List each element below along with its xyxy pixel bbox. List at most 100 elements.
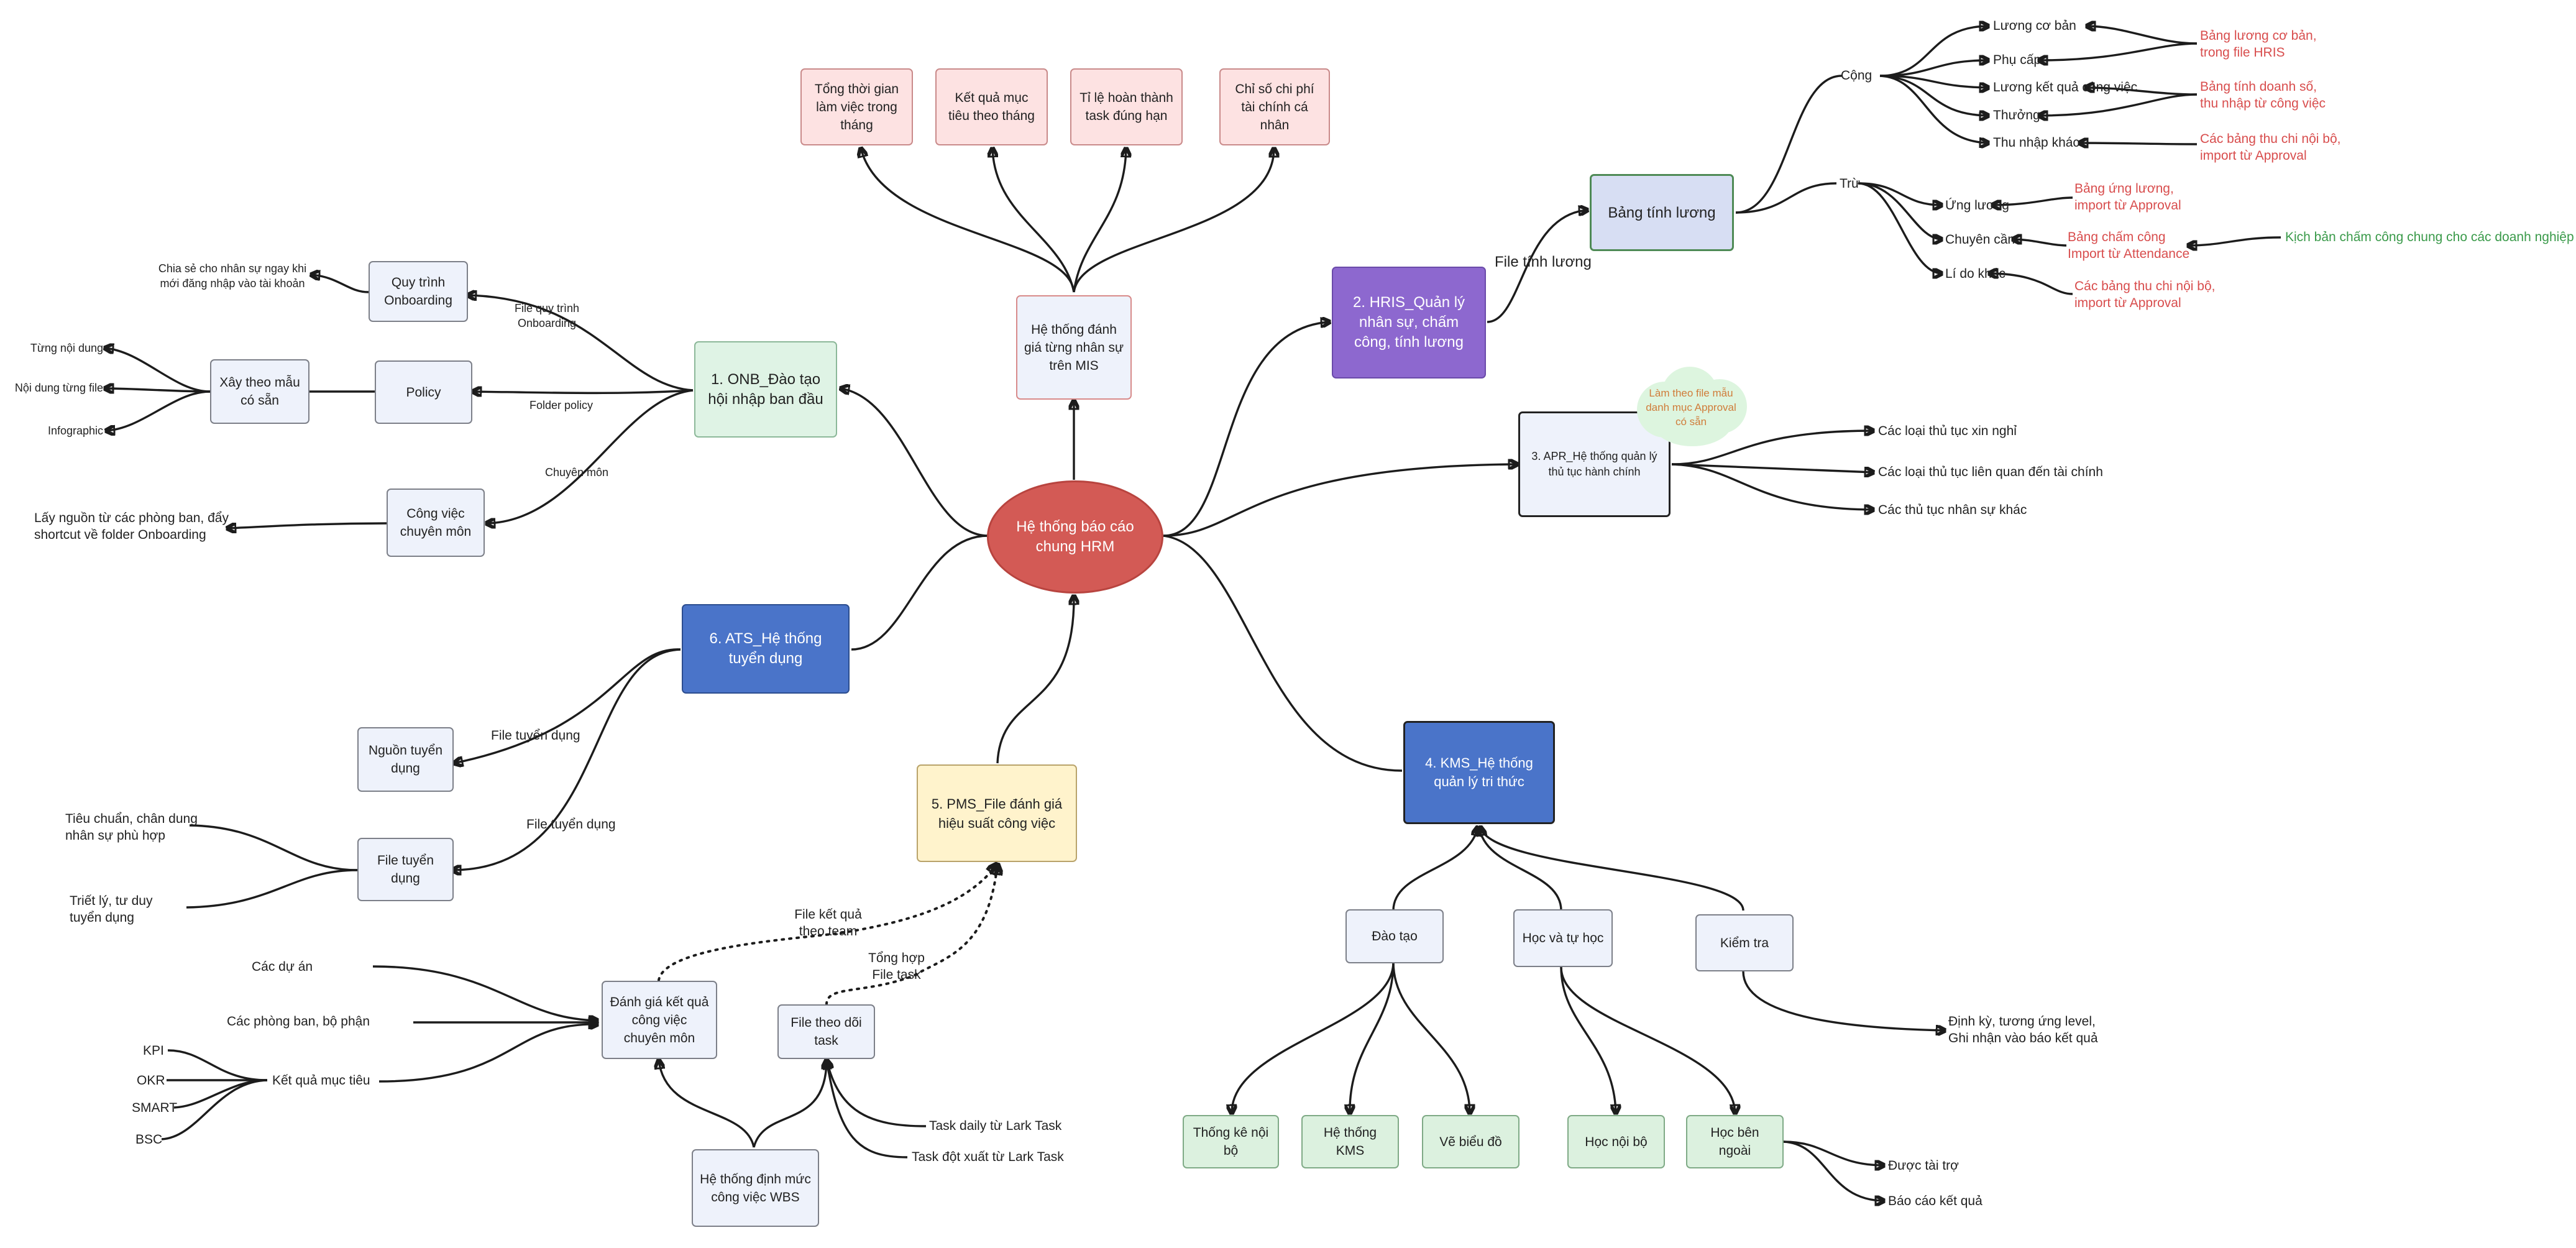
edge-onb-process: [467, 295, 694, 392]
edge-mis-metric-1: [861, 148, 1075, 293]
pms-wbs-node[interactable]: Hệ thống định mức công việc WBS: [692, 1149, 819, 1227]
ats-edge-label-2: File tuyển dụng: [526, 817, 616, 832]
pms-team-label: File kết quả theo team: [794, 907, 862, 938]
onb-template-node[interactable]: Xây theo mẫu có sẵn: [210, 359, 309, 424]
ats-node[interactable]: 6. ATS_Hệ thống tuyển dụng: [682, 604, 850, 694]
edge-mis-metric-2: [992, 148, 1075, 293]
ats-file-item-2: Triết lý, tư duy tuyển dụng: [70, 894, 153, 925]
ats-file-item-1: Tiêu chuẩn, chân dung nhân sự phù hợp: [65, 812, 198, 843]
edge-learn-item-1: [1560, 966, 1616, 1114]
mis-metric-1[interactable]: Tổng thời gian làm việc trong tháng: [800, 68, 913, 145]
edge-minus-src-2: [2012, 239, 2067, 247]
onb-job-note: Lấy nguồn từ các phòng ban, đẩy shortcut…: [34, 511, 229, 542]
edge-taskitem-1-task: [827, 1060, 927, 1127]
edge-goal-eval: [378, 1024, 598, 1083]
onb-template-item-2: Nội dung từng file: [14, 382, 103, 394]
pms-task-item-1: Task daily từ Lark Task: [929, 1119, 1062, 1133]
edge-hris-payroll: [1487, 210, 1588, 323]
edge-mis-metric-4: [1073, 148, 1274, 293]
edge-plus-item-1: [1879, 26, 1989, 77]
kms-test-note: Định kỳ, tương ứng level, Ghi nhận vào b…: [1948, 1014, 2098, 1045]
pms-task-file-node[interactable]: File theo dõi task: [777, 1004, 875, 1059]
edge-plus-src-2: [2085, 88, 2198, 96]
edge-template-item-3: [106, 390, 211, 431]
edge-plus-item-5: [1879, 75, 1989, 143]
kms-train-item-3[interactable]: Vẽ biểu đồ: [1422, 1115, 1519, 1168]
edge-wbs-task: [753, 1060, 827, 1148]
ats-source-node[interactable]: Nguồn tuyển dụng: [357, 727, 454, 792]
edge-test-note: [1742, 971, 1945, 1030]
edge-center-onb: [840, 388, 989, 537]
hris-minus-item-2: Chuyên cần: [1945, 232, 2015, 247]
edge-task-pms: [825, 864, 997, 1006]
edge-train-kms: [1392, 827, 1478, 911]
edge-template-item-1: [104, 348, 211, 393]
mis-metric-3[interactable]: Tỉ lệ hoàn thành task đúng hạn: [1070, 68, 1183, 145]
pms-goal-item-okr: OKR: [137, 1073, 165, 1088]
pms-goal-item-kpi: KPI: [143, 1044, 164, 1058]
ats-edge-label-1: File tuyển dụng: [491, 728, 580, 743]
edge-ats-file: [452, 648, 681, 870]
onb-template-item-1: Từng nội dung: [30, 342, 103, 354]
kms-train-item-1[interactable]: Thống kê nội bộ: [1183, 1115, 1279, 1168]
hris-plus-item-5: Thu nhập khác: [1993, 135, 2079, 150]
hris-plus-item-3: Lương kết quả công việc: [1993, 80, 2138, 94]
edge-onb-policy: [472, 390, 694, 393]
edge-goal-bsc: [161, 1079, 268, 1140]
edge-center-pms: [996, 595, 1074, 764]
ats-file-node[interactable]: File tuyển dụng: [357, 838, 454, 901]
hris-scenario: Kịch bản chấm công chung cho các doanh n…: [2285, 230, 2574, 244]
edge-center-hris: [1163, 322, 1330, 537]
edge-file-item-1: [189, 824, 358, 871]
edge-payroll-plus: [1735, 75, 1843, 214]
onb-edge-label-file: File quy trình Onboarding: [514, 302, 580, 329]
edge-plus-src-1: [2086, 26, 2198, 45]
edge-plus-src-1b: [2038, 42, 2198, 60]
hris-plus-item-2: Phụ cấp: [1993, 53, 2042, 67]
apr-item-2: Các loại thủ tục liên quan đến tài chính: [1878, 465, 2103, 479]
pms-task-label: Tổng hợp File task: [868, 951, 925, 982]
kms-learn-item-1[interactable]: Học nội bộ: [1567, 1115, 1665, 1168]
apr-item-1: Các loại thủ tục xin nghỉ: [1878, 424, 2017, 438]
kms-train-node[interactable]: Đào tạo: [1345, 909, 1444, 963]
kms-train-item-2[interactable]: Hệ thống KMS: [1301, 1115, 1399, 1168]
kms-node[interactable]: 4. KMS_Hệ thống quản lý tri thức: [1403, 721, 1555, 824]
edge-goal-smart: [173, 1079, 268, 1109]
edge-test-kms: [1480, 827, 1744, 911]
edge-learn-kms: [1479, 827, 1562, 911]
mis-metric-2[interactable]: Kết quả mục tiêu theo tháng: [935, 68, 1048, 145]
onb-policy-node[interactable]: Policy: [375, 360, 472, 424]
mis-metric-4[interactable]: Chỉ số chi phí tài chính cá nhân: [1219, 68, 1330, 145]
hris-payroll-node[interactable]: Bảng tính lương: [1590, 174, 1734, 251]
onb-process-node[interactable]: Quy trình Onboarding: [369, 261, 468, 322]
mis-node[interactable]: Hệ thống đánh giá từng nhân sự trên MIS: [1016, 295, 1132, 400]
edge-template-item-2: [104, 388, 211, 392]
center-node-hrm[interactable]: Hệ thống báo cáo chung HRM: [987, 480, 1163, 594]
hris-minus-source-1: Bảng ứng lương, import từ Approval: [2074, 181, 2181, 213]
edge-minus-item-2: [1858, 182, 1942, 239]
edge-process-note: [311, 275, 369, 293]
onb-job-node[interactable]: Công việc chuyên môn: [387, 489, 485, 557]
edge-team-pms: [658, 864, 997, 981]
kms-learn-item-2[interactable]: Học bên ngoài: [1686, 1115, 1784, 1168]
kms-test-node[interactable]: Kiểm tra: [1695, 914, 1794, 971]
hris-plus-source-3: Các bảng thu chi nội bộ, import từ Appro…: [2200, 132, 2341, 163]
hris-node[interactable]: 2. HRIS_Quản lý nhân sự, chấm công, tính…: [1332, 267, 1486, 379]
edge-train-item-2: [1350, 961, 1395, 1114]
pms-node[interactable]: 5. PMS_File đánh giá hiệu suất công việc: [917, 764, 1077, 862]
edge-minus-src-1: [1992, 196, 2073, 205]
edge-center-apr: [1163, 464, 1518, 537]
hris-minus-item-1: Ứng lương: [1945, 198, 2009, 213]
onb-node[interactable]: 1. ONB_Đào tạo hội nhập ban đầu: [694, 341, 837, 438]
kms-learn-node[interactable]: Học và tự học: [1513, 909, 1613, 967]
edge-center-ats: [851, 535, 989, 651]
edge-plus-src-3: [2079, 143, 2198, 144]
pms-task-item-2: Task đột xuất từ Lark Task: [912, 1150, 1064, 1164]
pms-eval-node[interactable]: Đánh giá kết quả công việc chuyên môn: [602, 981, 717, 1059]
edge-minus-item-1: [1858, 182, 1942, 205]
hris-edge-label: File tính lương: [1495, 254, 1592, 270]
edge-payroll-minus: [1735, 182, 1837, 214]
onb-edge-label-folder: Folder policy: [529, 399, 594, 411]
edge-apr-item-1: [1671, 431, 1874, 466]
